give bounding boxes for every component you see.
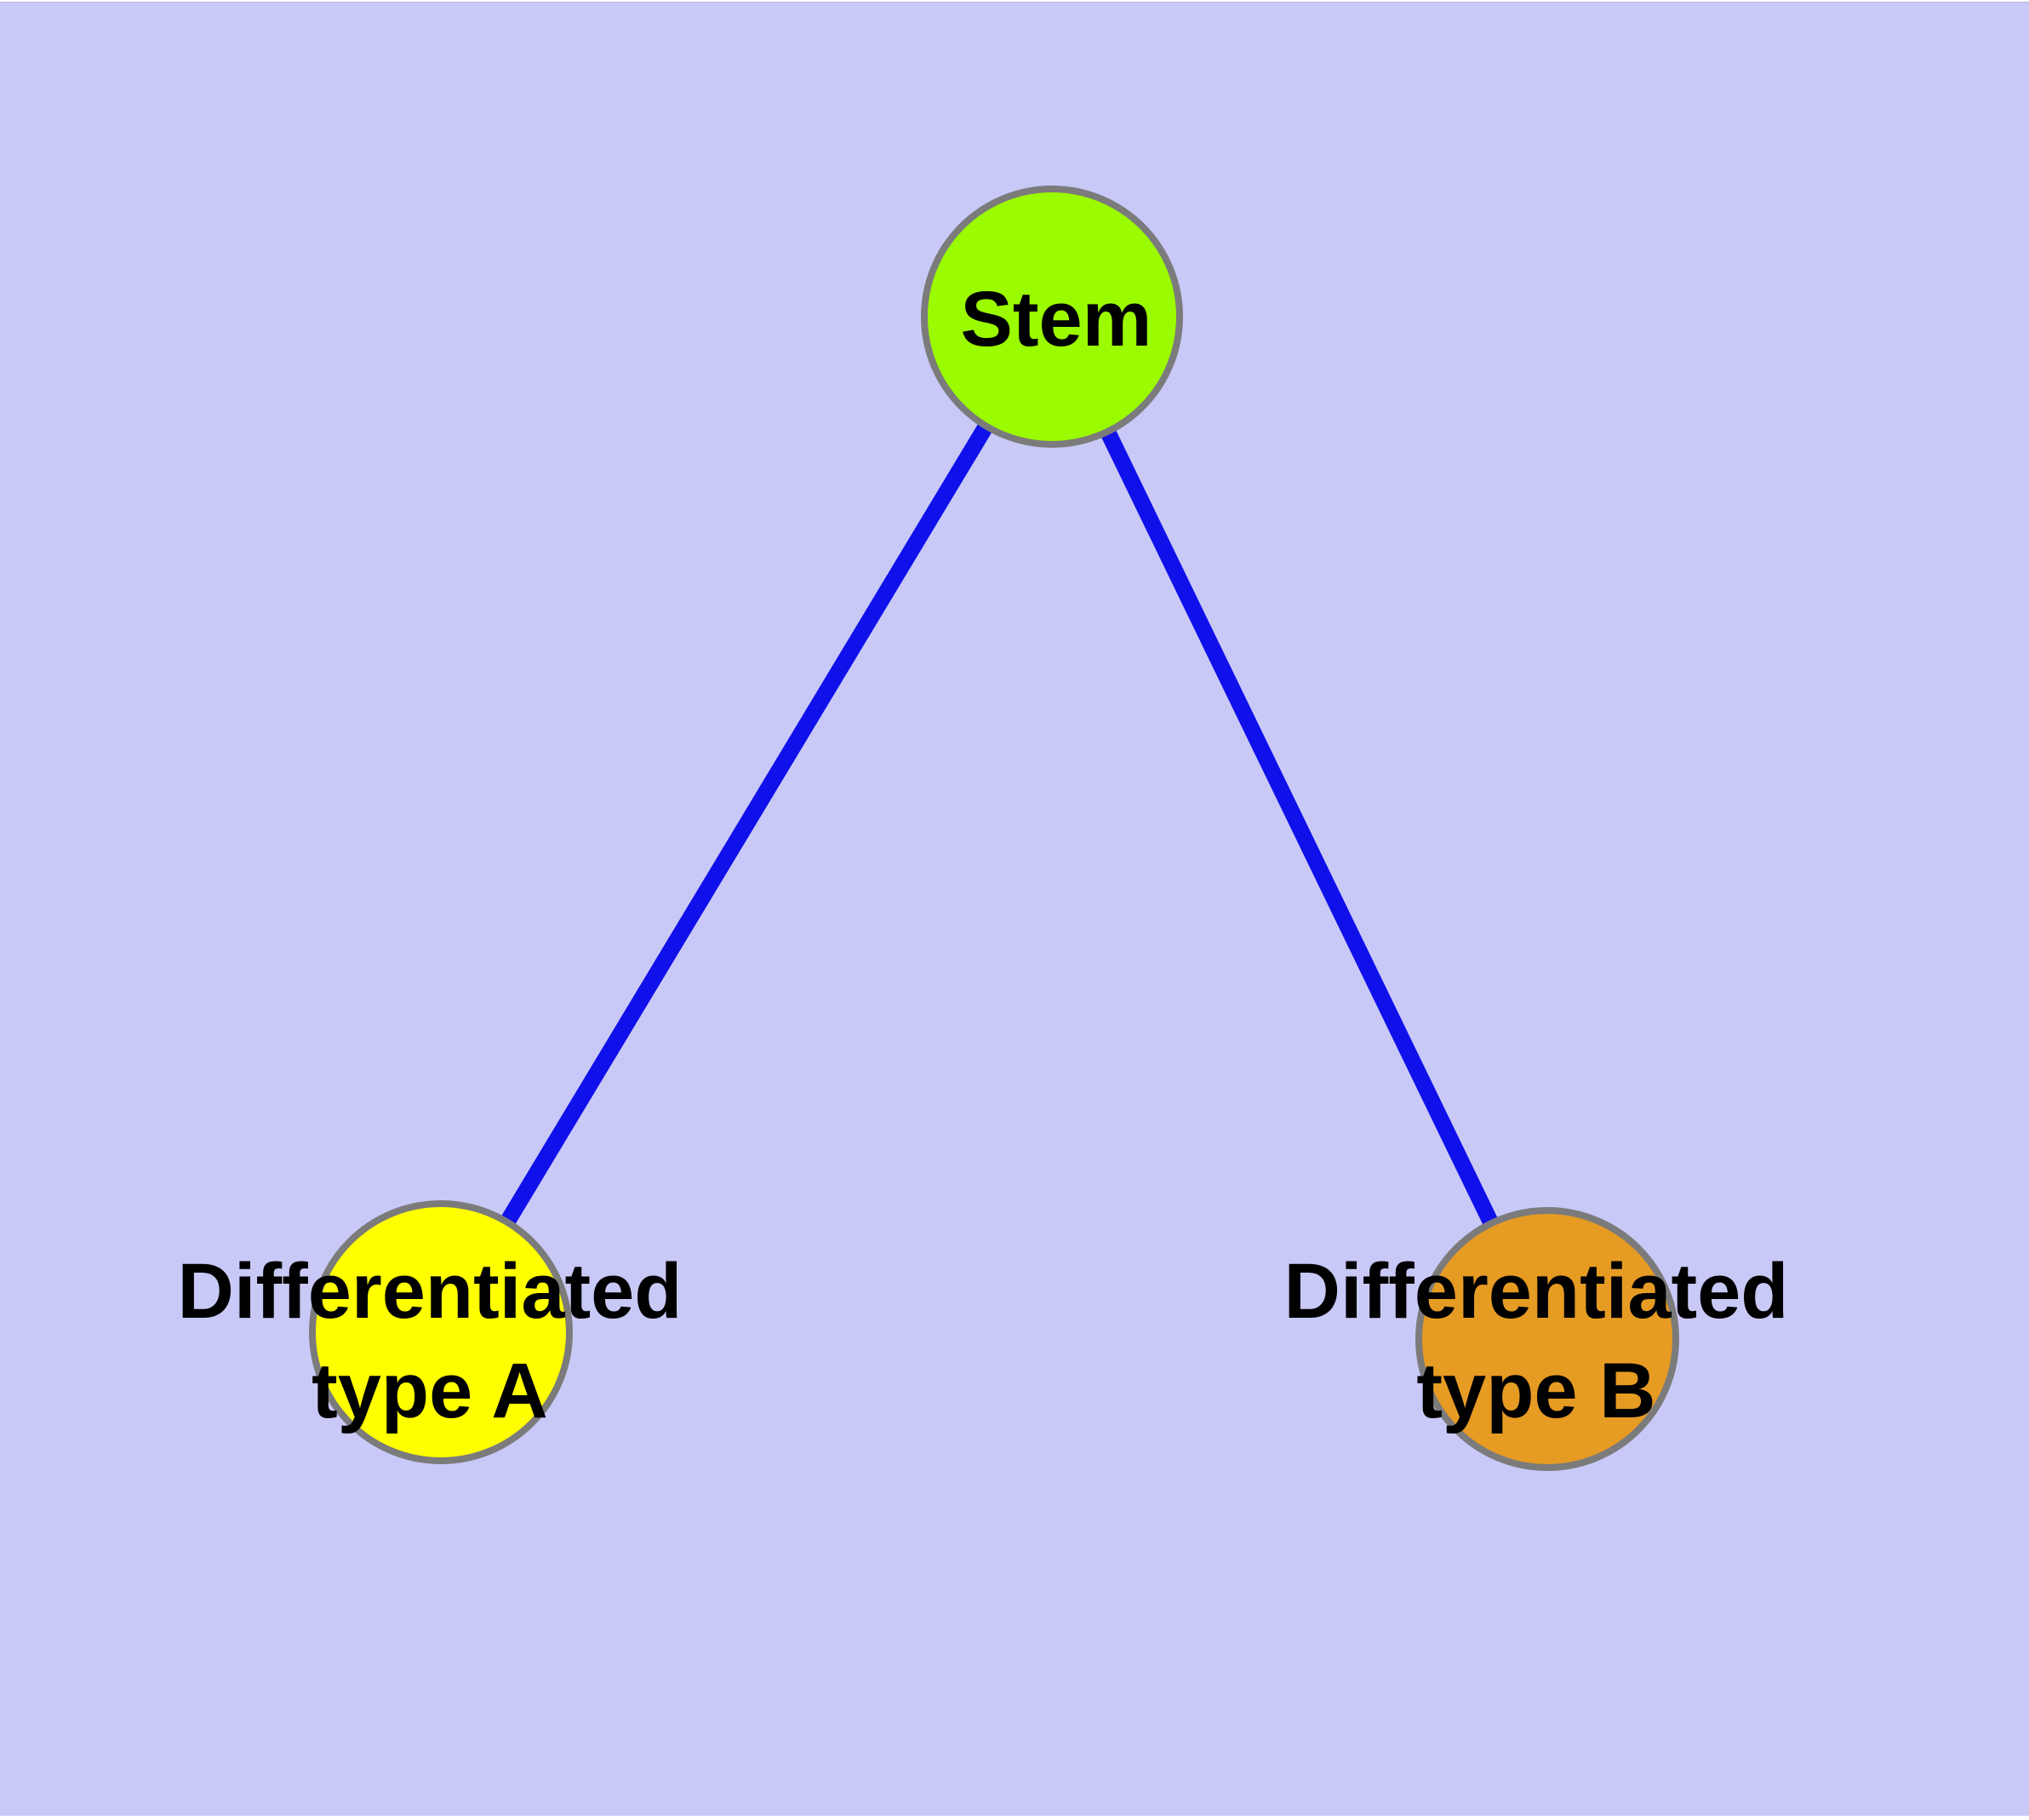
node-label-stem: Stem	[961, 276, 1152, 363]
edge-stem-type-b[interactable]	[1044, 312, 1555, 1343]
node-label-type-b: Differentiated type B	[1284, 1248, 1789, 1434]
node-label-line: Differentiated	[178, 1248, 683, 1335]
node-type-b[interactable]	[1415, 1207, 1679, 1471]
node-label-line: type A	[311, 1348, 548, 1434]
node-label-line: Differentiated	[1284, 1248, 1789, 1335]
node-label-line: type B	[1416, 1348, 1655, 1434]
node-label-type-a: Differentiated type A	[178, 1248, 683, 1434]
node-type-a[interactable]	[309, 1200, 573, 1464]
top-hairline	[0, 2, 2029, 3]
edge-stem-type-a[interactable]	[433, 312, 1060, 1336]
node-label-line: Stem	[961, 276, 1152, 363]
node-stem[interactable]	[921, 186, 1183, 448]
